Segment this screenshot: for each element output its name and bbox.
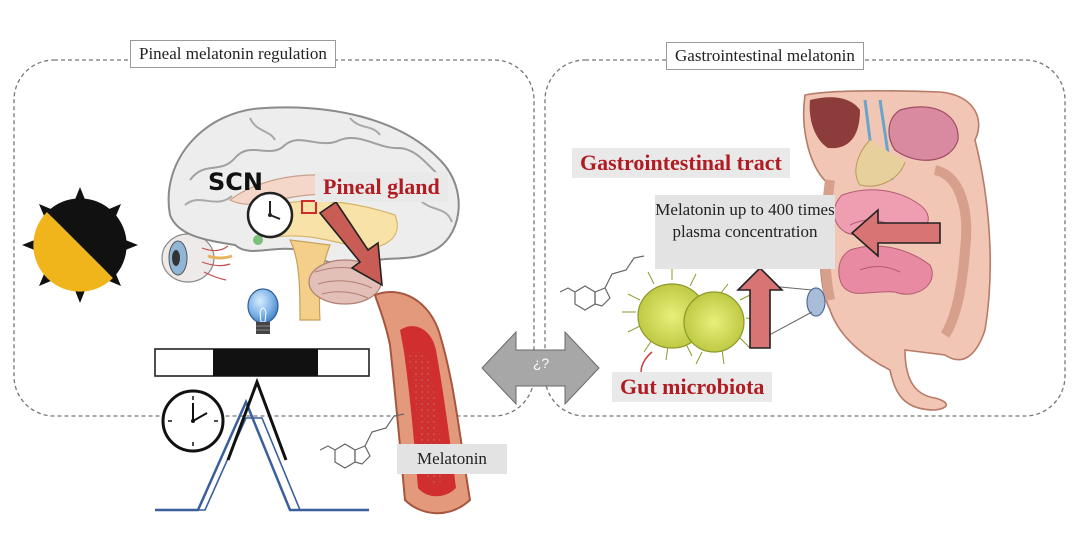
left-arrow-icon (850, 208, 941, 258)
molecule-icon (319, 413, 405, 469)
melatonin-rhythm-plot (155, 377, 369, 512)
scn-label: SCN (208, 168, 263, 196)
light-dark-bar (154, 348, 370, 377)
melatonin-label: Melatonin (397, 444, 507, 474)
clock-icon (161, 389, 225, 453)
bacteria-icon (622, 266, 761, 383)
pineal-gland-label: Pineal gland (315, 172, 448, 202)
question-label: ¿? (532, 355, 550, 371)
bidirectional-arrow-icon (481, 330, 600, 406)
pineal-gland-marker (301, 200, 317, 214)
blood-vessel-icon (373, 290, 472, 515)
gut-microbiota-label: Gut microbiota (612, 372, 773, 402)
sun-icon (22, 187, 138, 303)
clock-icon (246, 191, 294, 239)
melatonin-concentration-box: Melatonin up to 400 times plasma concent… (655, 195, 835, 269)
gi-tract-label: Gastrointestinal tract (572, 148, 790, 178)
molecule-icon (559, 255, 645, 311)
brain-icon (167, 106, 460, 321)
intestine-icon (802, 89, 992, 411)
up-arrow-icon (736, 266, 784, 349)
eye-icon (161, 233, 233, 283)
pineal-arrow-icon (318, 200, 383, 287)
panel-title-right: Gastrointestinal melatonin (666, 42, 864, 70)
panel-title-left: Pineal melatonin regulation (130, 40, 336, 68)
light-bulb-icon (247, 288, 279, 334)
